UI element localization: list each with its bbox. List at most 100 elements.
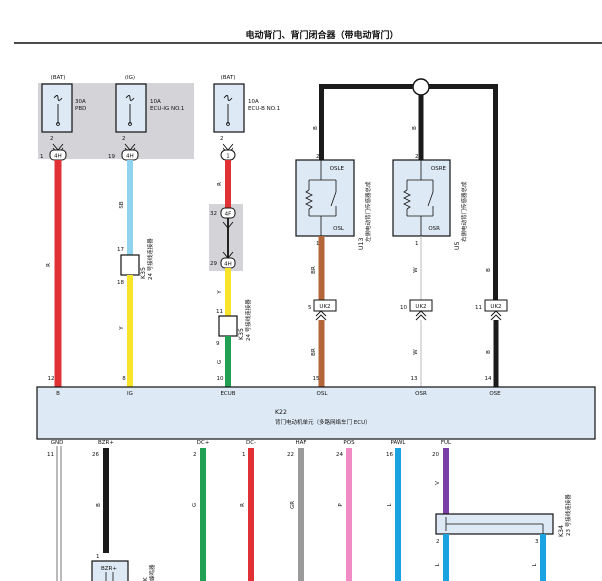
source-bat-2: (BAT): [221, 75, 236, 81]
uk2-2-arrow-1: [415, 310, 427, 317]
wire-b-red: [54, 160, 62, 387]
k34-code: K34: [558, 525, 565, 537]
u13-resistor: [305, 189, 313, 210]
ecu-bot-pin-dcm: 1: [242, 452, 246, 458]
wire-label-l-k34-right: L: [532, 563, 538, 567]
conn-4h-19-code: 4H: [126, 154, 134, 160]
wire-v-ful: [443, 448, 449, 514]
wire-y-ig: [127, 275, 133, 387]
wire-label-br-u13: BR: [311, 266, 317, 274]
u13-desc: 左侧电动背门传感器总成: [364, 181, 372, 242]
wire-b-to-u5: [418, 95, 424, 160]
wire-g-dc: [200, 448, 206, 581]
buzzer-box: [91, 560, 129, 581]
u13-label-top: OSLE: [330, 166, 345, 172]
fuse-ecu-ig-symbol: [125, 95, 135, 101]
k35-pin-18: 18: [117, 280, 124, 286]
uk2-3-code: UK2: [490, 304, 501, 310]
k35-connector-ig: [120, 254, 140, 276]
wire-label-b-ose: B: [486, 268, 492, 272]
uk2-1-code: UK2: [319, 304, 330, 310]
wire-b-to-u13: [319, 84, 324, 160]
uk2-3-arrow-2: [490, 314, 502, 321]
fuse-ecu-ig-box: [115, 83, 147, 133]
conn-4f-code: 4F: [225, 212, 232, 218]
uk2-3-pin: 11: [475, 305, 482, 311]
uk2-2-code: UK2: [415, 304, 426, 310]
conn-4h-29-code: 4H: [224, 262, 232, 268]
wire-label-r-dc: R: [240, 503, 246, 507]
ecu-bot-label-haf: HAF: [295, 440, 306, 446]
wire-y-ecub: [225, 268, 231, 316]
ecu-code: K22: [275, 409, 287, 416]
wire-label-b-u5: B: [412, 126, 418, 130]
ecu-top-label-ig: IG: [127, 391, 133, 397]
source-bat-1: (BAT): [51, 75, 66, 81]
ecu-top-label-b: B: [56, 391, 60, 397]
uk2-3-arrow-1: [490, 310, 502, 317]
u5-box: [392, 159, 451, 237]
fuse-pbd-pin: 2: [50, 136, 54, 142]
conn-4h-1-code: 4H: [54, 154, 62, 160]
ecu-bot-pin-haf: 22: [287, 452, 294, 458]
ecu-bot-label-bzr: BZR+: [98, 440, 114, 446]
u5-pin-bottom: 1: [415, 241, 419, 247]
wire-label-br-osl: BR: [311, 348, 317, 356]
ecu-top-label-osr: OSR: [415, 391, 427, 397]
conn-4h-29-pin: 29: [210, 261, 217, 267]
buzzer-label: BZR+: [101, 566, 117, 572]
wire-label-w-osr: W: [413, 349, 419, 355]
wire-label-bzr: B: [96, 503, 102, 507]
k35-desc-ecub: 24 号接线连接器: [244, 299, 252, 341]
ecu-bot-pin-pos: 24: [336, 452, 343, 458]
wire-l-pawl: [395, 448, 401, 581]
fuse-ecu-b-term: [226, 122, 230, 126]
ecu-k22-box: [36, 386, 596, 440]
u13-code: U13: [358, 238, 365, 250]
k35-pin-11: 11: [216, 309, 223, 315]
wire-br-osl: [318, 320, 325, 387]
wire-p-pos: [346, 448, 352, 581]
wire-bzr: [103, 448, 109, 553]
wire-label-b-ose2: B: [486, 350, 492, 354]
u5-resistor: [403, 189, 411, 210]
fuse-ecu-ig-pin: 2: [122, 136, 126, 142]
ecu-bot-label-gnd: GND: [51, 440, 64, 446]
wire-label-y-ecub: Y: [217, 290, 223, 295]
ecu-top-label-ecub: ECUB: [220, 391, 235, 397]
u5-switch-blade: [427, 191, 434, 207]
page-title: 电动背门、背门闭合器（带电动背门）: [245, 29, 398, 41]
k35-pin-9: 9: [216, 341, 220, 347]
fuse-pbd-rating: 30A: [75, 99, 86, 105]
uk2-2-pin: 10: [400, 305, 407, 311]
fuse-ecu-b-box: [213, 83, 245, 133]
ecu-top-pin-osr: 13: [411, 376, 418, 382]
wire-r-dc: [248, 448, 254, 581]
fuse-ecu-b-pin: 2: [220, 136, 224, 142]
u5-desc: 右侧电动背门传感器总成: [460, 181, 468, 242]
wire-label-l-pawl: L: [387, 503, 393, 507]
fuse-ecu-ig-name: ECU-IG NO.1: [150, 106, 184, 112]
wire-label-l-k34-left: L: [435, 563, 441, 567]
ecu-bot-pin-dcp: 2: [193, 452, 197, 458]
ecu-top-pin-ig: 8: [122, 376, 126, 382]
ecu-bot-label-dcm: DC-: [246, 440, 256, 446]
k34-pin-left: 2: [436, 539, 440, 545]
wire-sb: [127, 160, 133, 255]
fuse-pbd-box: [41, 83, 73, 133]
ecu-bot-label-pawl: PAWL: [391, 440, 407, 446]
ecu-top-pin-b: 12: [48, 376, 55, 382]
wire-label-r-ecub: R: [217, 182, 223, 186]
u13-switch-blade: [330, 191, 337, 207]
wire-label-gr-haf: GR: [290, 501, 296, 509]
conn-4h-1-pin: 1: [40, 154, 44, 160]
k35-desc-ig: 24 号接线连接器: [146, 238, 154, 280]
wire-label-v-ful: V: [435, 481, 441, 485]
ecu-name: 背门电动机单元（多路网络车门 ECU）: [275, 418, 371, 426]
u5-label-bottom: OSR: [428, 226, 440, 232]
fuse-pbd-name: PBD: [75, 106, 86, 112]
uk2-1-arrow-1: [315, 310, 327, 317]
fuse-pbd-symbol: [53, 95, 63, 101]
wire-label-w-u5: W: [413, 267, 419, 273]
